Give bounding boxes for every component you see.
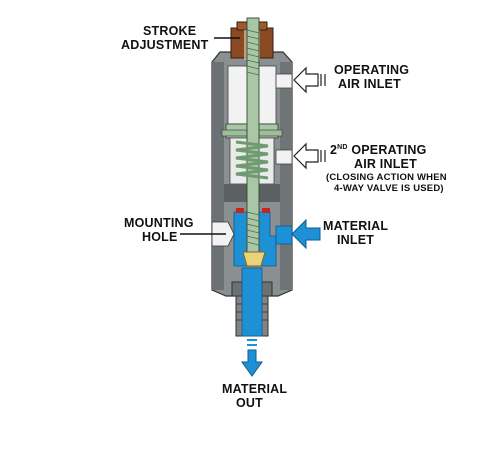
valve-stem [246,17,260,259]
material-inlet-port [275,225,293,245]
second-operating-air-inlet-label: 2ND OPERATING AIR INLET (CLOSING ACTION … [326,143,447,195]
outlet-nozzle [231,267,273,337]
needle-tip [242,251,266,267]
air-inlet-port [275,73,293,89]
second-air-inlet-port [275,149,293,165]
material-out-label: MATERIAL OUT [222,382,288,410]
stroke-adjustment-label: STROKE ADJUSTMENT [121,24,209,52]
return-spring [235,140,269,180]
operating-air-inlet-label: OPERATING AIR INLET [334,63,410,91]
material-inlet-label: MATERIAL INLET [323,219,389,247]
material-inlet-arrow [291,218,321,250]
material-out-arrow [241,339,263,377]
seal-rings [236,208,270,213]
second-air-inlet-arrow [293,142,326,170]
mounting-hole-label: MOUNTING HOLE [124,216,194,244]
air-inlet-arrow [293,66,326,94]
